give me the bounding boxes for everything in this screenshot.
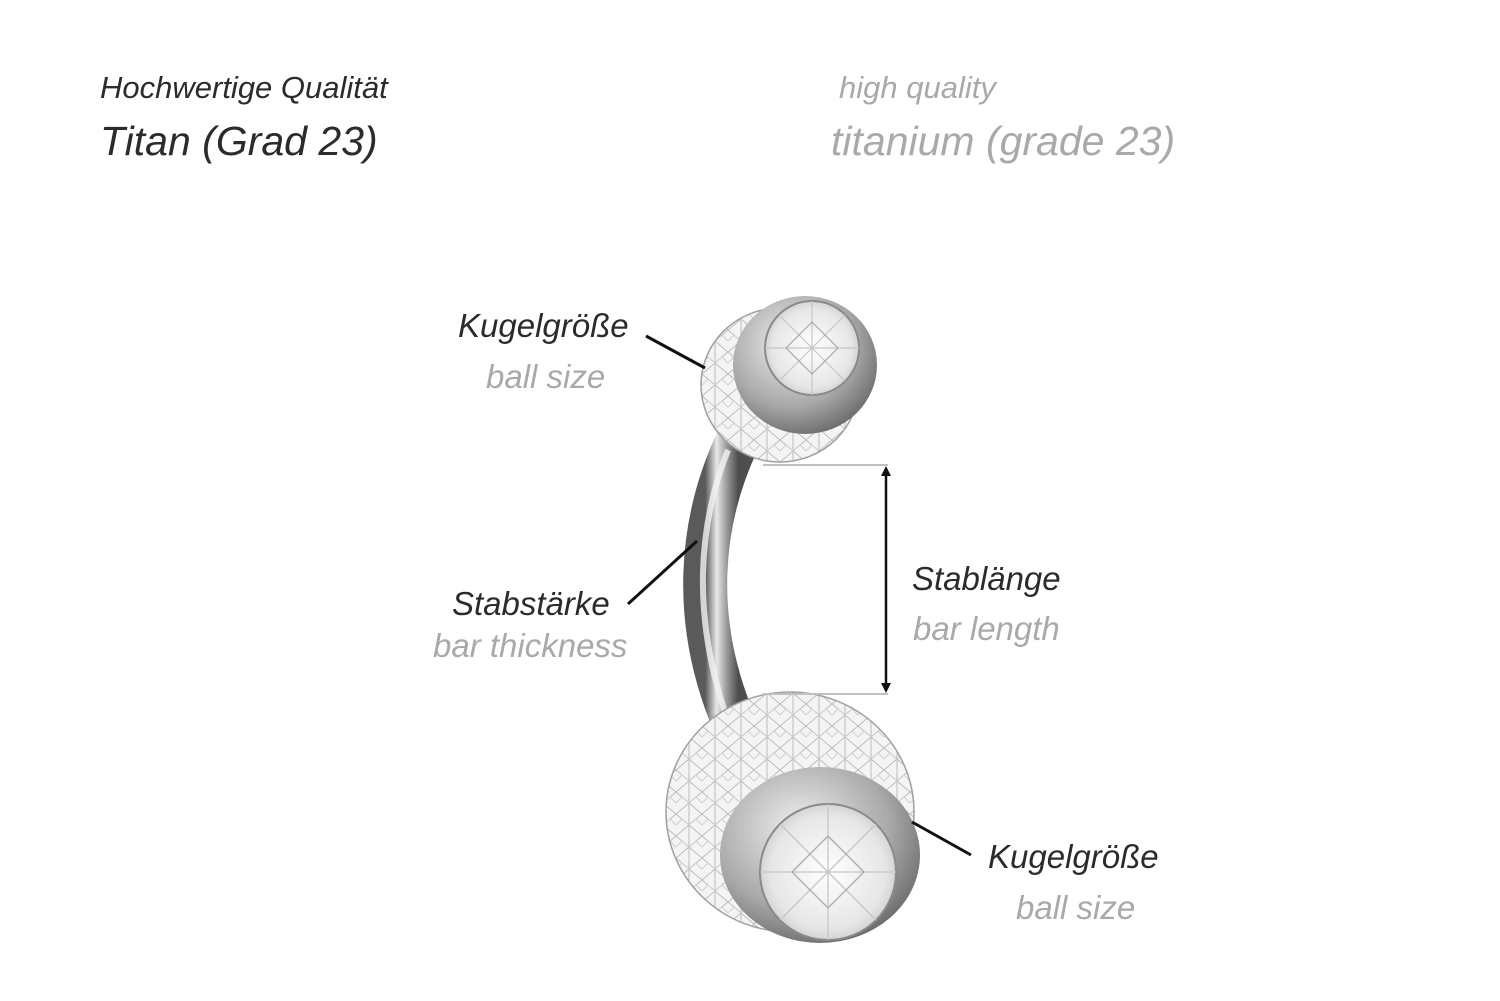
header-quality-de: Hochwertige Qualität bbox=[100, 70, 388, 105]
leader-bottom-ball bbox=[911, 820, 972, 857]
label-bottom-ball-en: ball size bbox=[1016, 889, 1136, 926]
header-material-en: titanium (grade 23) bbox=[831, 118, 1176, 164]
curved-bar bbox=[683, 418, 760, 747]
header-material-de: Titan (Grad 23) bbox=[100, 118, 378, 164]
bar-length-dimension bbox=[763, 464, 891, 695]
label-top-ball-en: ball size bbox=[486, 358, 606, 395]
label-bar-thickness-en: bar thickness bbox=[433, 627, 628, 664]
header-quality-en: high quality bbox=[839, 70, 996, 105]
top-ball bbox=[700, 296, 877, 463]
leader-bar-thickness bbox=[626, 539, 699, 606]
leader-top-ball bbox=[645, 334, 706, 370]
label-bar-length-en: bar length bbox=[913, 610, 1060, 647]
bottom-ball bbox=[665, 691, 920, 943]
label-bar-thickness-de: Stabstärke bbox=[452, 585, 610, 622]
label-top-ball-de: Kugelgröße bbox=[458, 307, 629, 344]
label-bar-length-de: Stablänge bbox=[912, 560, 1061, 597]
label-bottom-ball-de: Kugelgröße bbox=[988, 838, 1159, 875]
